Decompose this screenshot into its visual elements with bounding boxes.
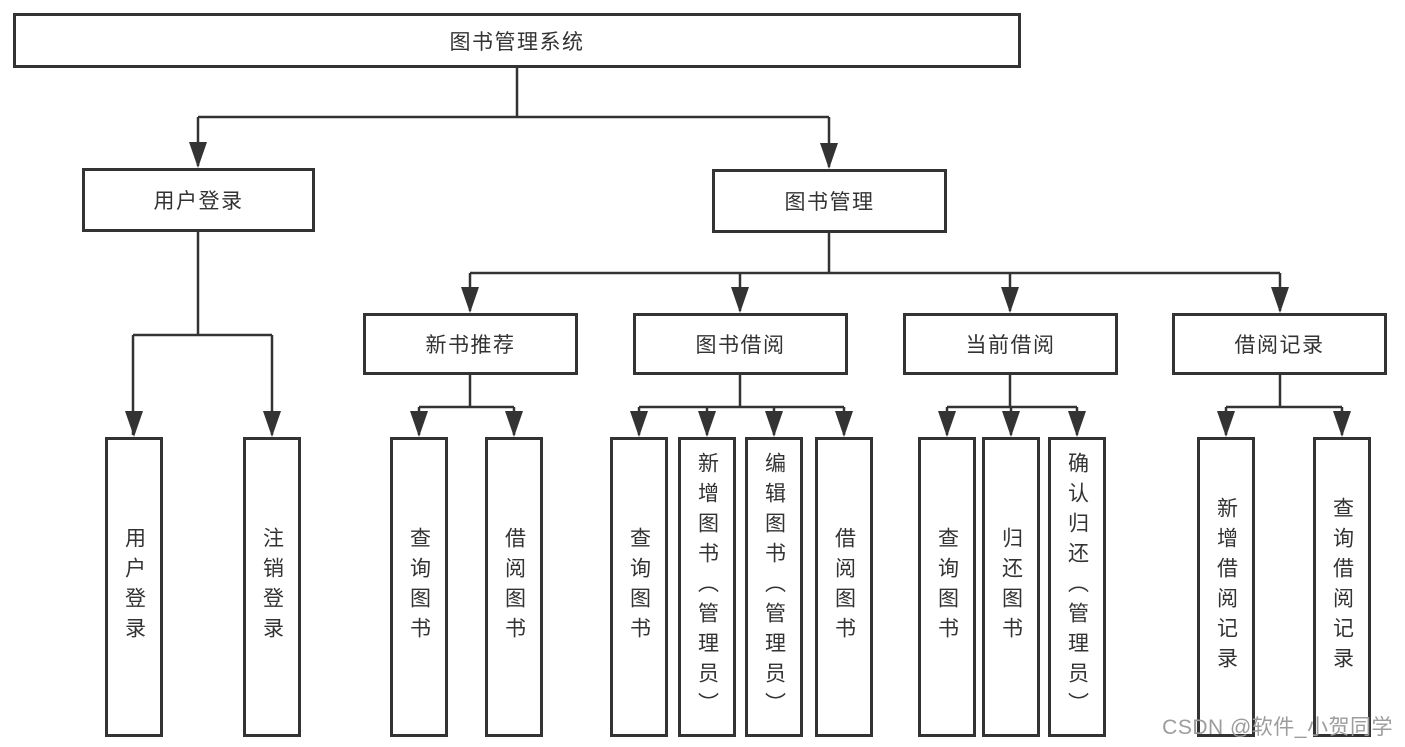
leaf-edit-books-admin: 编辑图书（管理员） bbox=[745, 437, 803, 737]
node-root: 图书管理系统 bbox=[13, 13, 1021, 68]
leaf-query-books-borrow: 查询图书 bbox=[610, 437, 668, 737]
leaf-borrow-books-recommend: 借阅图书 bbox=[485, 437, 543, 737]
node-book-borrow: 图书借阅 bbox=[633, 313, 848, 375]
node-user-login: 用户登录 bbox=[82, 168, 315, 232]
leaf-return-books: 归还图书 bbox=[982, 437, 1040, 737]
leaf-add-books-admin: 新增图书（管理员） bbox=[678, 437, 736, 737]
leaf-borrow-books: 借阅图书 bbox=[815, 437, 873, 737]
csdn-watermark: CSDN @软件_小贺同学 bbox=[1162, 716, 1393, 739]
leaf-query-books-current: 查询图书 bbox=[918, 437, 976, 737]
leaf-logout: 注销登录 bbox=[243, 437, 301, 737]
node-borrow-records: 借阅记录 bbox=[1172, 313, 1387, 375]
leaf-query-borrow-record: 查询借阅记录 bbox=[1313, 437, 1371, 737]
node-book-management: 图书管理 bbox=[712, 169, 947, 233]
leaf-add-borrow-record: 新增借阅记录 bbox=[1197, 437, 1255, 737]
leaf-user-login: 用户登录 bbox=[105, 437, 163, 737]
node-current-borrow: 当前借阅 bbox=[903, 313, 1118, 375]
node-new-book-recommend: 新书推荐 bbox=[363, 313, 578, 375]
leaf-query-books-recommend: 查询图书 bbox=[390, 437, 448, 737]
leaf-confirm-return-admin: 确认归还（管理员） bbox=[1048, 437, 1106, 737]
